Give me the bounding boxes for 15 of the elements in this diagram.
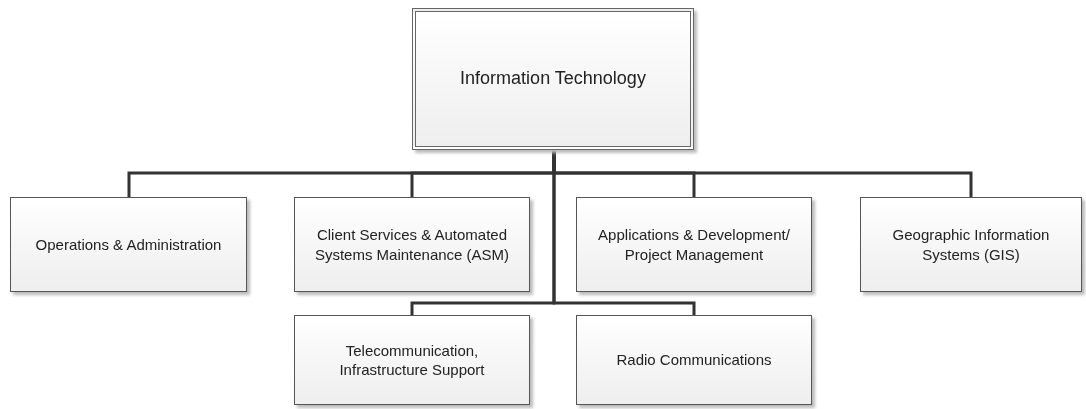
unit-name: Information Technology — [460, 67, 646, 91]
unit-name: Applications & Development/ Project Management — [597, 225, 791, 264]
department-box — [412, 8, 694, 150]
unit-name: Operations & Administration — [35, 234, 222, 255]
unit-name: Client Services & Automated Systems Maintenance (ASM) — [313, 225, 511, 264]
unit-name: Geographic Information Systems (GIS) — [891, 225, 1051, 264]
unit-box — [294, 197, 530, 292]
connector-line — [552, 150, 696, 315]
unit-box — [10, 197, 247, 292]
unit-name: Telecommunication, Infrastructure Support — [338, 340, 486, 380]
unit-box — [576, 315, 812, 405]
unit-box — [294, 315, 530, 405]
unit-box — [860, 197, 1082, 292]
unit-box — [576, 197, 812, 292]
unit-name: Radio Communications — [616, 350, 772, 370]
